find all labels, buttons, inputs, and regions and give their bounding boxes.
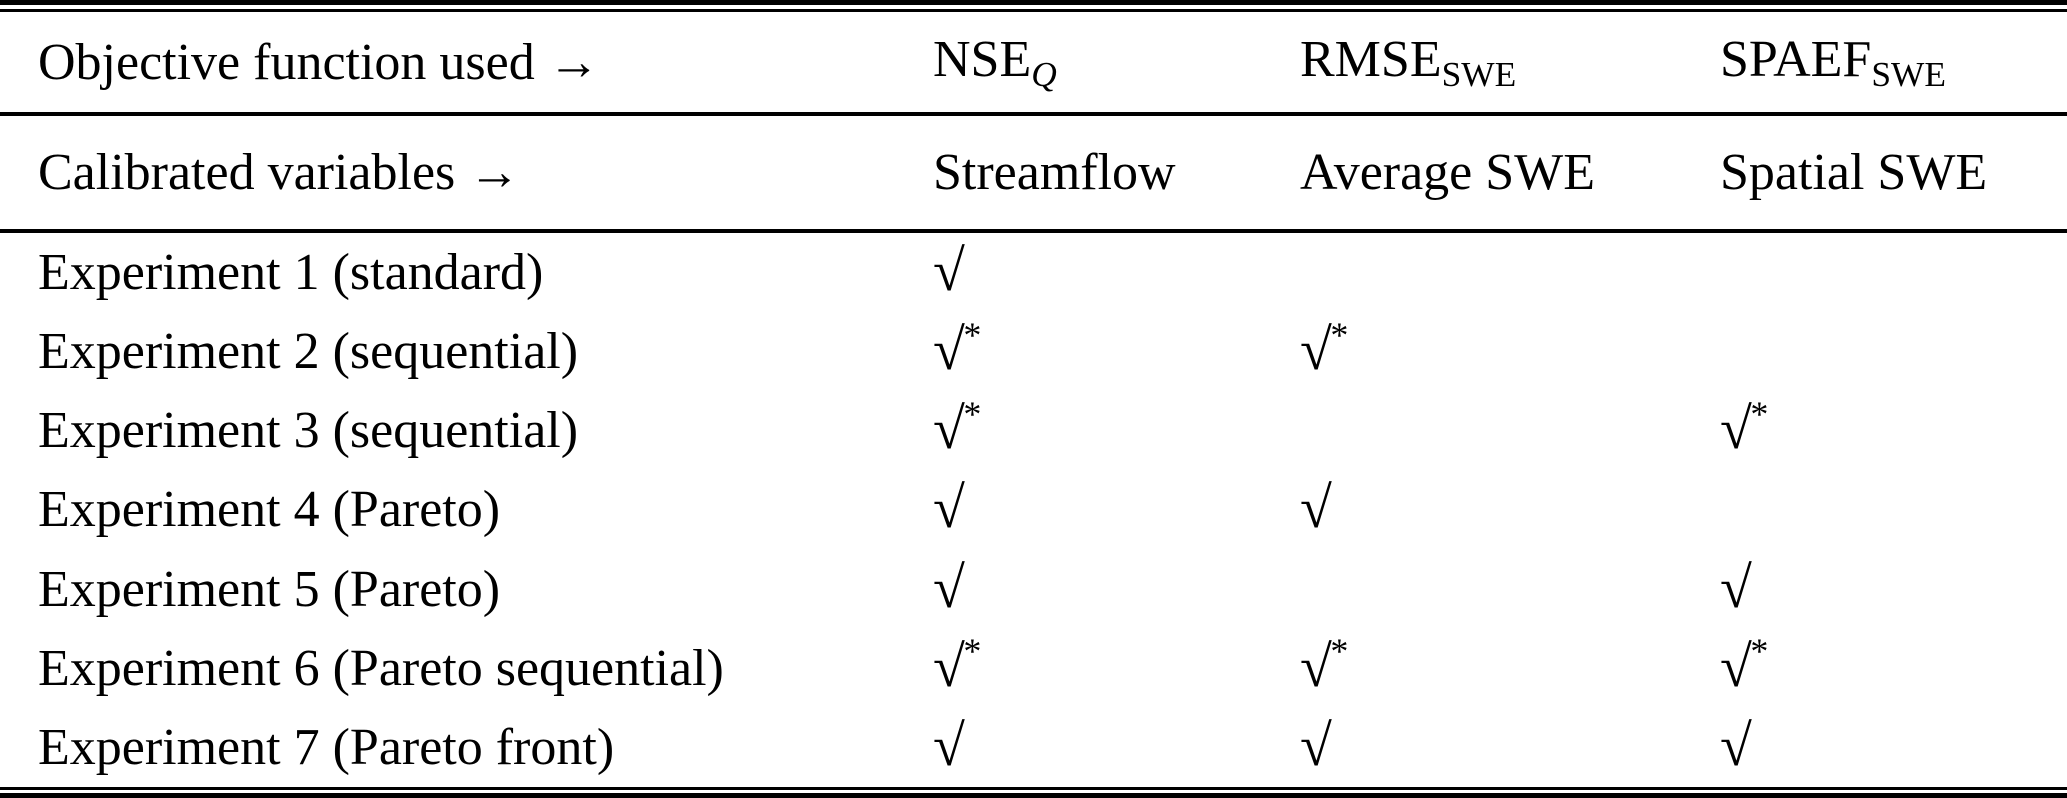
spaef-base: SPAEF (1720, 30, 1872, 88)
checkmark-icon: √ (1720, 396, 1752, 462)
table-row-experiment-7: Experiment 7 (Pareto front) √ √ √ (0, 708, 2067, 787)
bottom-rule-gap (0, 790, 2067, 793)
objective-function-row-label: Objective function used → (38, 33, 600, 91)
column-header-spaef-swe: SPAEFSWE (1720, 30, 2067, 95)
table-row-experiment-1: Experiment 1 (standard) √ (0, 233, 2067, 312)
experiment-label: Experiment 4 (Pareto) (38, 481, 501, 539)
asterisk-mark: * (963, 631, 982, 672)
checkmark-icon: √ (1300, 475, 1332, 541)
checkmark-icon: √ (1720, 712, 1752, 778)
table-row-experiment-5: Experiment 5 (Pareto) √ √ (0, 550, 2067, 629)
checkmark-icon: √ (933, 633, 965, 699)
mark-cell-nse: √ (933, 242, 1300, 303)
mark-cell-nse: √* (933, 394, 1300, 461)
checkmark-icon: √ (933, 712, 965, 778)
mark-cell-rmse: √ (1300, 716, 1720, 778)
table-row-experiment-6: Experiment 6 (Pareto sequential) √* √* √… (0, 629, 2067, 708)
mark-cell-nse: √* (933, 315, 1300, 382)
asterisk-mark: * (963, 314, 982, 355)
nse-base: NSE (933, 30, 1032, 88)
checkmark-icon: √ (933, 475, 965, 541)
checkmark-icon: √ (1720, 554, 1752, 620)
checkmark-icon: √ (1300, 712, 1332, 778)
top-rule-thin (0, 9, 2067, 12)
table-row-experiment-3: Experiment 3 (sequential) √* √* (0, 391, 2067, 470)
rmse-subscript: SWE (1441, 53, 1517, 94)
mark-cell-spaef: √ (1720, 716, 2067, 778)
checkmark-icon: √ (933, 396, 965, 462)
experiment-label: Experiment 1 (standard) (38, 244, 544, 302)
asterisk-mark: * (1330, 631, 1349, 672)
experiment-label: Experiment 7 (Pareto front) (38, 718, 615, 776)
calibrated-variables-row-label: Calibrated variables → (38, 144, 521, 201)
header-divider-rule-1 (0, 112, 2067, 116)
mark-cell-rmse: √ (1300, 479, 1720, 540)
table-body: Experiment 1 (standard) √ Experiment 2 (… (0, 233, 2067, 787)
checkmark-icon: √ (1300, 633, 1332, 699)
checkmark-icon: √ (1300, 317, 1332, 383)
checkmark-icon: √ (933, 554, 965, 620)
variable-streamflow: Streamflow (933, 144, 1176, 201)
variable-spatial-swe: Spatial SWE (1720, 144, 1988, 201)
asterisk-mark: * (963, 394, 982, 435)
checkmark-icon: √ (1720, 633, 1752, 699)
table-row-experiment-2: Experiment 2 (sequential) √* √* (0, 312, 2067, 391)
top-rule-thick (0, 0, 2067, 5)
spaef-subscript: SWE (1871, 53, 1946, 94)
mark-cell-rmse: √* (1300, 631, 1720, 699)
asterisk-mark: * (1750, 631, 1769, 672)
checkmark-icon: √ (933, 238, 965, 304)
mark-cell-nse: √ (933, 558, 1300, 620)
mark-cell-nse: √* (933, 631, 1300, 699)
experiment-label: Experiment 3 (sequential) (38, 402, 579, 460)
mark-cell-spaef: √* (1720, 631, 2067, 699)
header-divider-rule-2 (0, 229, 2067, 233)
mark-cell-spaef: √ (1720, 558, 2067, 620)
table-row-experiment-4: Experiment 4 (Pareto) √ √ (0, 470, 2067, 549)
experiment-label: Experiment 6 (Pareto sequential) (38, 639, 724, 697)
mark-cell-spaef: √* (1720, 394, 2067, 461)
experiment-label: Experiment 5 (Pareto) (38, 560, 501, 618)
header-row-calibrated-variables: Calibrated variables → Streamflow Averag… (0, 116, 2067, 229)
experiment-label: Experiment 2 (sequential) (38, 323, 579, 381)
mark-cell-rmse: √* (1300, 315, 1720, 382)
mark-cell-nse: √ (933, 716, 1300, 778)
nse-subscript: Q (1031, 53, 1057, 94)
column-header-nse-q: NSEQ (933, 30, 1300, 95)
mark-cell-nse: √ (933, 479, 1300, 540)
checkmark-icon: √ (933, 317, 965, 383)
column-header-rmse-swe: RMSESWE (1300, 30, 1720, 95)
asterisk-mark: * (1330, 314, 1349, 355)
variable-average-swe: Average SWE (1300, 144, 1596, 201)
top-rule-gap (0, 5, 2067, 9)
rmse-base: RMSE (1300, 30, 1442, 88)
asterisk-mark: * (1750, 394, 1769, 435)
bottom-rule-thin (0, 787, 2067, 790)
bottom-rule-thick (0, 793, 2067, 798)
header-row-objective-function: Objective function used → NSEQ RMSESWE S… (0, 12, 2067, 112)
